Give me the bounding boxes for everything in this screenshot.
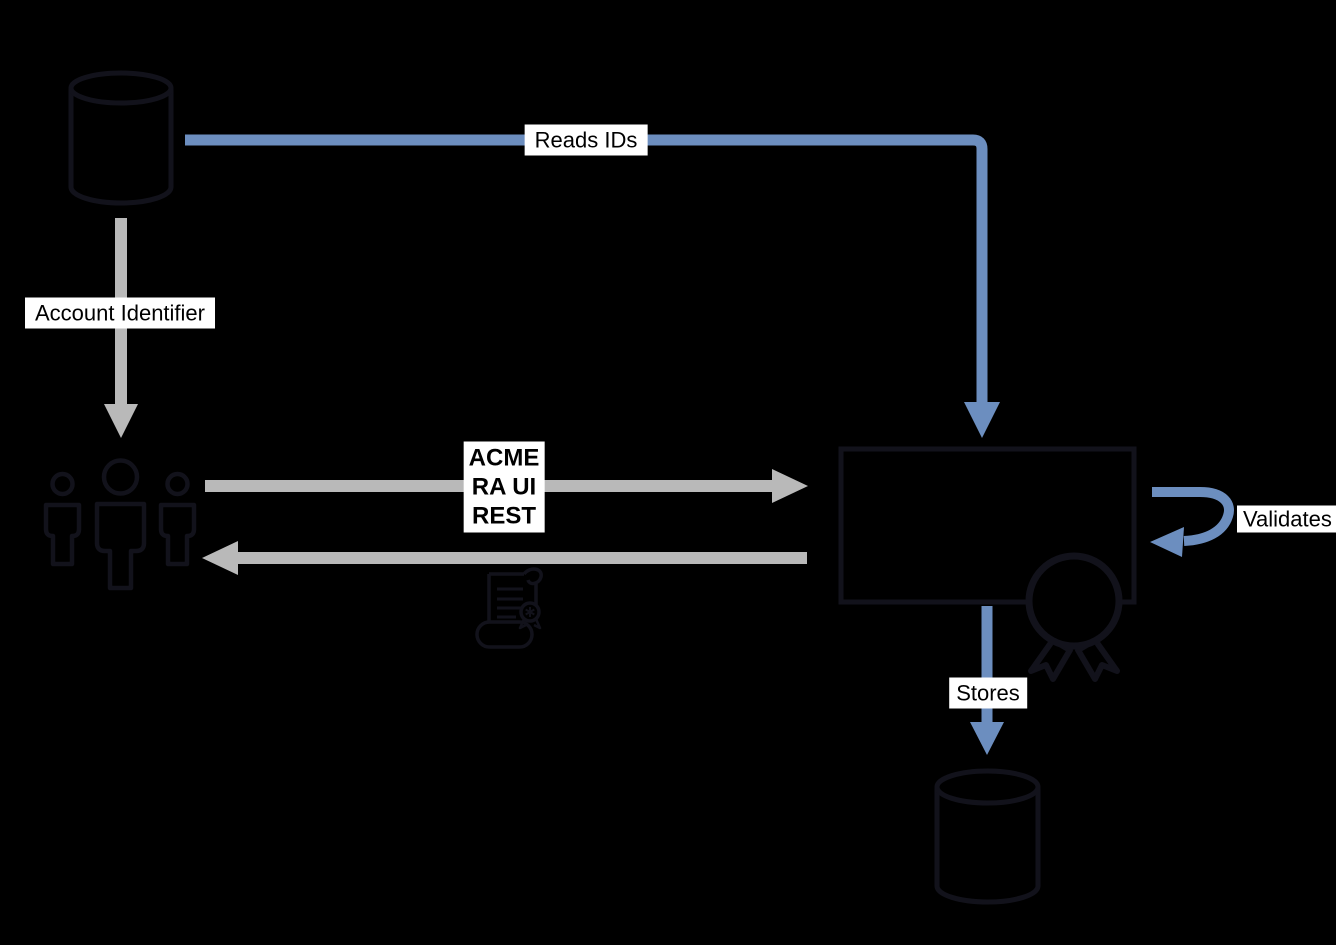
account-identifier-arrowhead [104, 404, 138, 438]
scroll-seal-ribbon-right [533, 618, 542, 630]
database-body [68, 88, 174, 206]
certificate-scroll-icon [475, 567, 543, 649]
validates-loop-line [1152, 487, 1234, 546]
reads-ids-arrow [185, 134, 1000, 438]
acme-ra-ui-rest-label: ACME RA UI REST [463, 441, 545, 533]
scroll-top-curl [522, 567, 543, 586]
response-arrowhead [202, 541, 238, 575]
award-ribbon-icon [1025, 552, 1123, 682]
validates-arrowhead [1150, 527, 1184, 557]
user-center-head [101, 458, 140, 496]
store-database-top [934, 768, 1041, 806]
award-circle [1025, 552, 1123, 650]
reads-ids-label: Reads IDs [524, 124, 648, 156]
acme-label-line-1: ACME [468, 444, 540, 472]
acme-label-line-3: REST [471, 502, 537, 530]
scroll-seal-ribbon-left [518, 618, 527, 630]
reads-ids-arrow-line [185, 134, 988, 402]
stores-arrowhead [970, 722, 1004, 755]
acme-label-line-2: RA UI [471, 473, 537, 501]
store-database-body [934, 787, 1041, 905]
scroll-seal-star [525, 607, 535, 617]
user-right-body [158, 502, 197, 567]
service-box [838, 446, 1137, 605]
scroll-text-lines [497, 587, 523, 619]
response-arrow [202, 541, 807, 575]
store-database-cylinder-icon [934, 768, 1041, 905]
request-arrowhead [772, 469, 808, 503]
scroll-bottom-roll [475, 620, 534, 649]
database-top [68, 70, 174, 106]
user-left-body [43, 502, 82, 567]
user-left-head [50, 471, 75, 497]
validates-loop-arrow [1150, 487, 1234, 557]
user-center-body [94, 501, 147, 591]
users-icon [43, 458, 197, 591]
validates-label: Validates [1237, 505, 1336, 533]
account-identifier-label: Account Identifier [25, 297, 215, 329]
reads-ids-arrowhead [964, 402, 1000, 438]
stores-label: Stores [949, 677, 1027, 709]
user-right-head [165, 471, 190, 497]
database-cylinder-icon [68, 70, 174, 206]
